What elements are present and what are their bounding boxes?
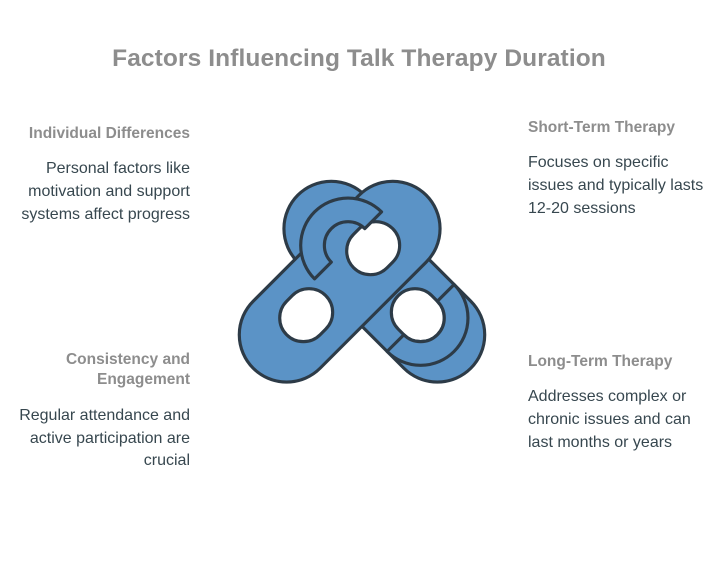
block-body-consistency-engagement: Regular attendance and active participat… [19,406,190,470]
block-heading-consistency-engagement: Consistency and Engagement [65,351,190,389]
knot-weave-overlay [299,196,470,367]
info-block-short-term-therapy: Short-Term Therapy Focuses on specific i… [528,118,704,221]
info-block-individual-differences: Individual Differences Personal factors … [14,124,190,227]
block-body-long-term-therapy: Addresses complex or chronic issues and … [528,388,691,451]
block-body-short-term-therapy: Focuses on specific issues and typically… [528,154,704,217]
block-heading-long-term-therapy: Long-Term Therapy [528,353,673,370]
knot-strand-2 [237,179,442,384]
block-heading-short-term-therapy: Short-Term Therapy [528,119,675,136]
block-heading-individual-differences: Individual Differences [28,125,190,142]
page-title: Factors Influencing Talk Therapy Duratio… [112,45,606,72]
info-block-long-term-therapy: Long-Term Therapy Addresses complex or c… [528,352,704,455]
celtic-knot-svg [237,179,487,384]
celtic-knot-graphic [214,152,510,456]
knot-strands [237,179,487,384]
info-block-consistency-engagement: Consistency and Engagement Regular atten… [14,350,190,473]
block-body-individual-differences: Personal factors like motivation and sup… [21,160,190,223]
